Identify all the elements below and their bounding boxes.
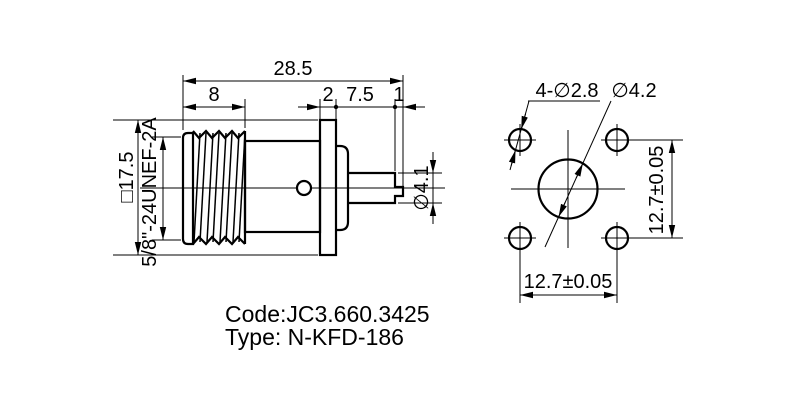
mounting-flange — [318, 118, 338, 257]
dim-pin-length: 7.5 — [346, 84, 374, 106]
rear-boss — [336, 144, 350, 232]
drawing-notes: Code:JC3.660.3425 Type: N-KFD-186 — [225, 301, 430, 350]
dim-hole-spacing-horizontal-group: 12.7±0.05 — [519, 250, 618, 303]
mounting-hole-bottom-left — [504, 222, 536, 254]
dim-mounting-holes: 4-∅2.8 — [535, 80, 598, 102]
side-view: 28.5 8 2 7.5 1 □17.5 5/8"-24UNEF-2A ∅4.1 — [113, 58, 445, 267]
dim-center-hole: ∅4.2 — [611, 80, 656, 102]
dim-thread-length: 8 — [208, 84, 219, 106]
leader-center-hole: ∅4.2 — [544, 80, 657, 248]
dim-pin-diameter: ∅4.1 — [411, 165, 433, 210]
dim-total-length: 28.5 — [274, 58, 313, 80]
center-hole-circle — [537, 158, 599, 220]
dim-tip-length: 1 — [393, 84, 404, 106]
center-hole-arrow-upper — [574, 163, 584, 179]
mounting-hole-top-left — [504, 124, 536, 156]
chain-dot-flange-back — [333, 104, 339, 110]
thread-bottom-crests — [192, 235, 246, 246]
dim-flange-square: □17.5 — [116, 151, 138, 202]
dim-thread-spec: 5/8"-24UNEF-2A — [139, 117, 161, 267]
note-type: Type: N-KFD-186 — [225, 324, 404, 350]
note-code: Code:JC3.660.3425 — [225, 301, 430, 327]
mounting-hole-bottom-right — [601, 222, 633, 254]
solder-hole — [295, 179, 313, 197]
center-pin — [348, 171, 405, 205]
mounting-hole-top-right — [601, 124, 633, 156]
chain-dot-pin-shoulder — [392, 104, 398, 110]
front-view: 4-∅2.8 ∅4.2 12.7±0.05 12.7±0.05 — [504, 80, 683, 303]
dim-hole-spacing-vertical-group: 12.7±0.05 — [629, 139, 683, 239]
leader-arrow-lower — [508, 149, 516, 166]
thread-top-crests — [192, 129, 246, 140]
side-view-dimensions: 28.5 8 2 7.5 1 □17.5 5/8"-24UNEF-2A ∅4.1 — [113, 58, 442, 267]
dim-flange-thickness: 2 — [322, 84, 333, 106]
leader-mounting-holes: 4-∅2.8 — [508, 80, 600, 171]
dim-hole-spacing-vertical: 12.7±0.05 — [646, 146, 668, 235]
leader-arrow-upper — [520, 113, 528, 130]
center-hole-arrow-lower — [558, 202, 567, 218]
coupling-nut-front-rim — [181, 131, 195, 246]
dim-hole-spacing-horizontal: 12.7±0.05 — [524, 271, 613, 293]
